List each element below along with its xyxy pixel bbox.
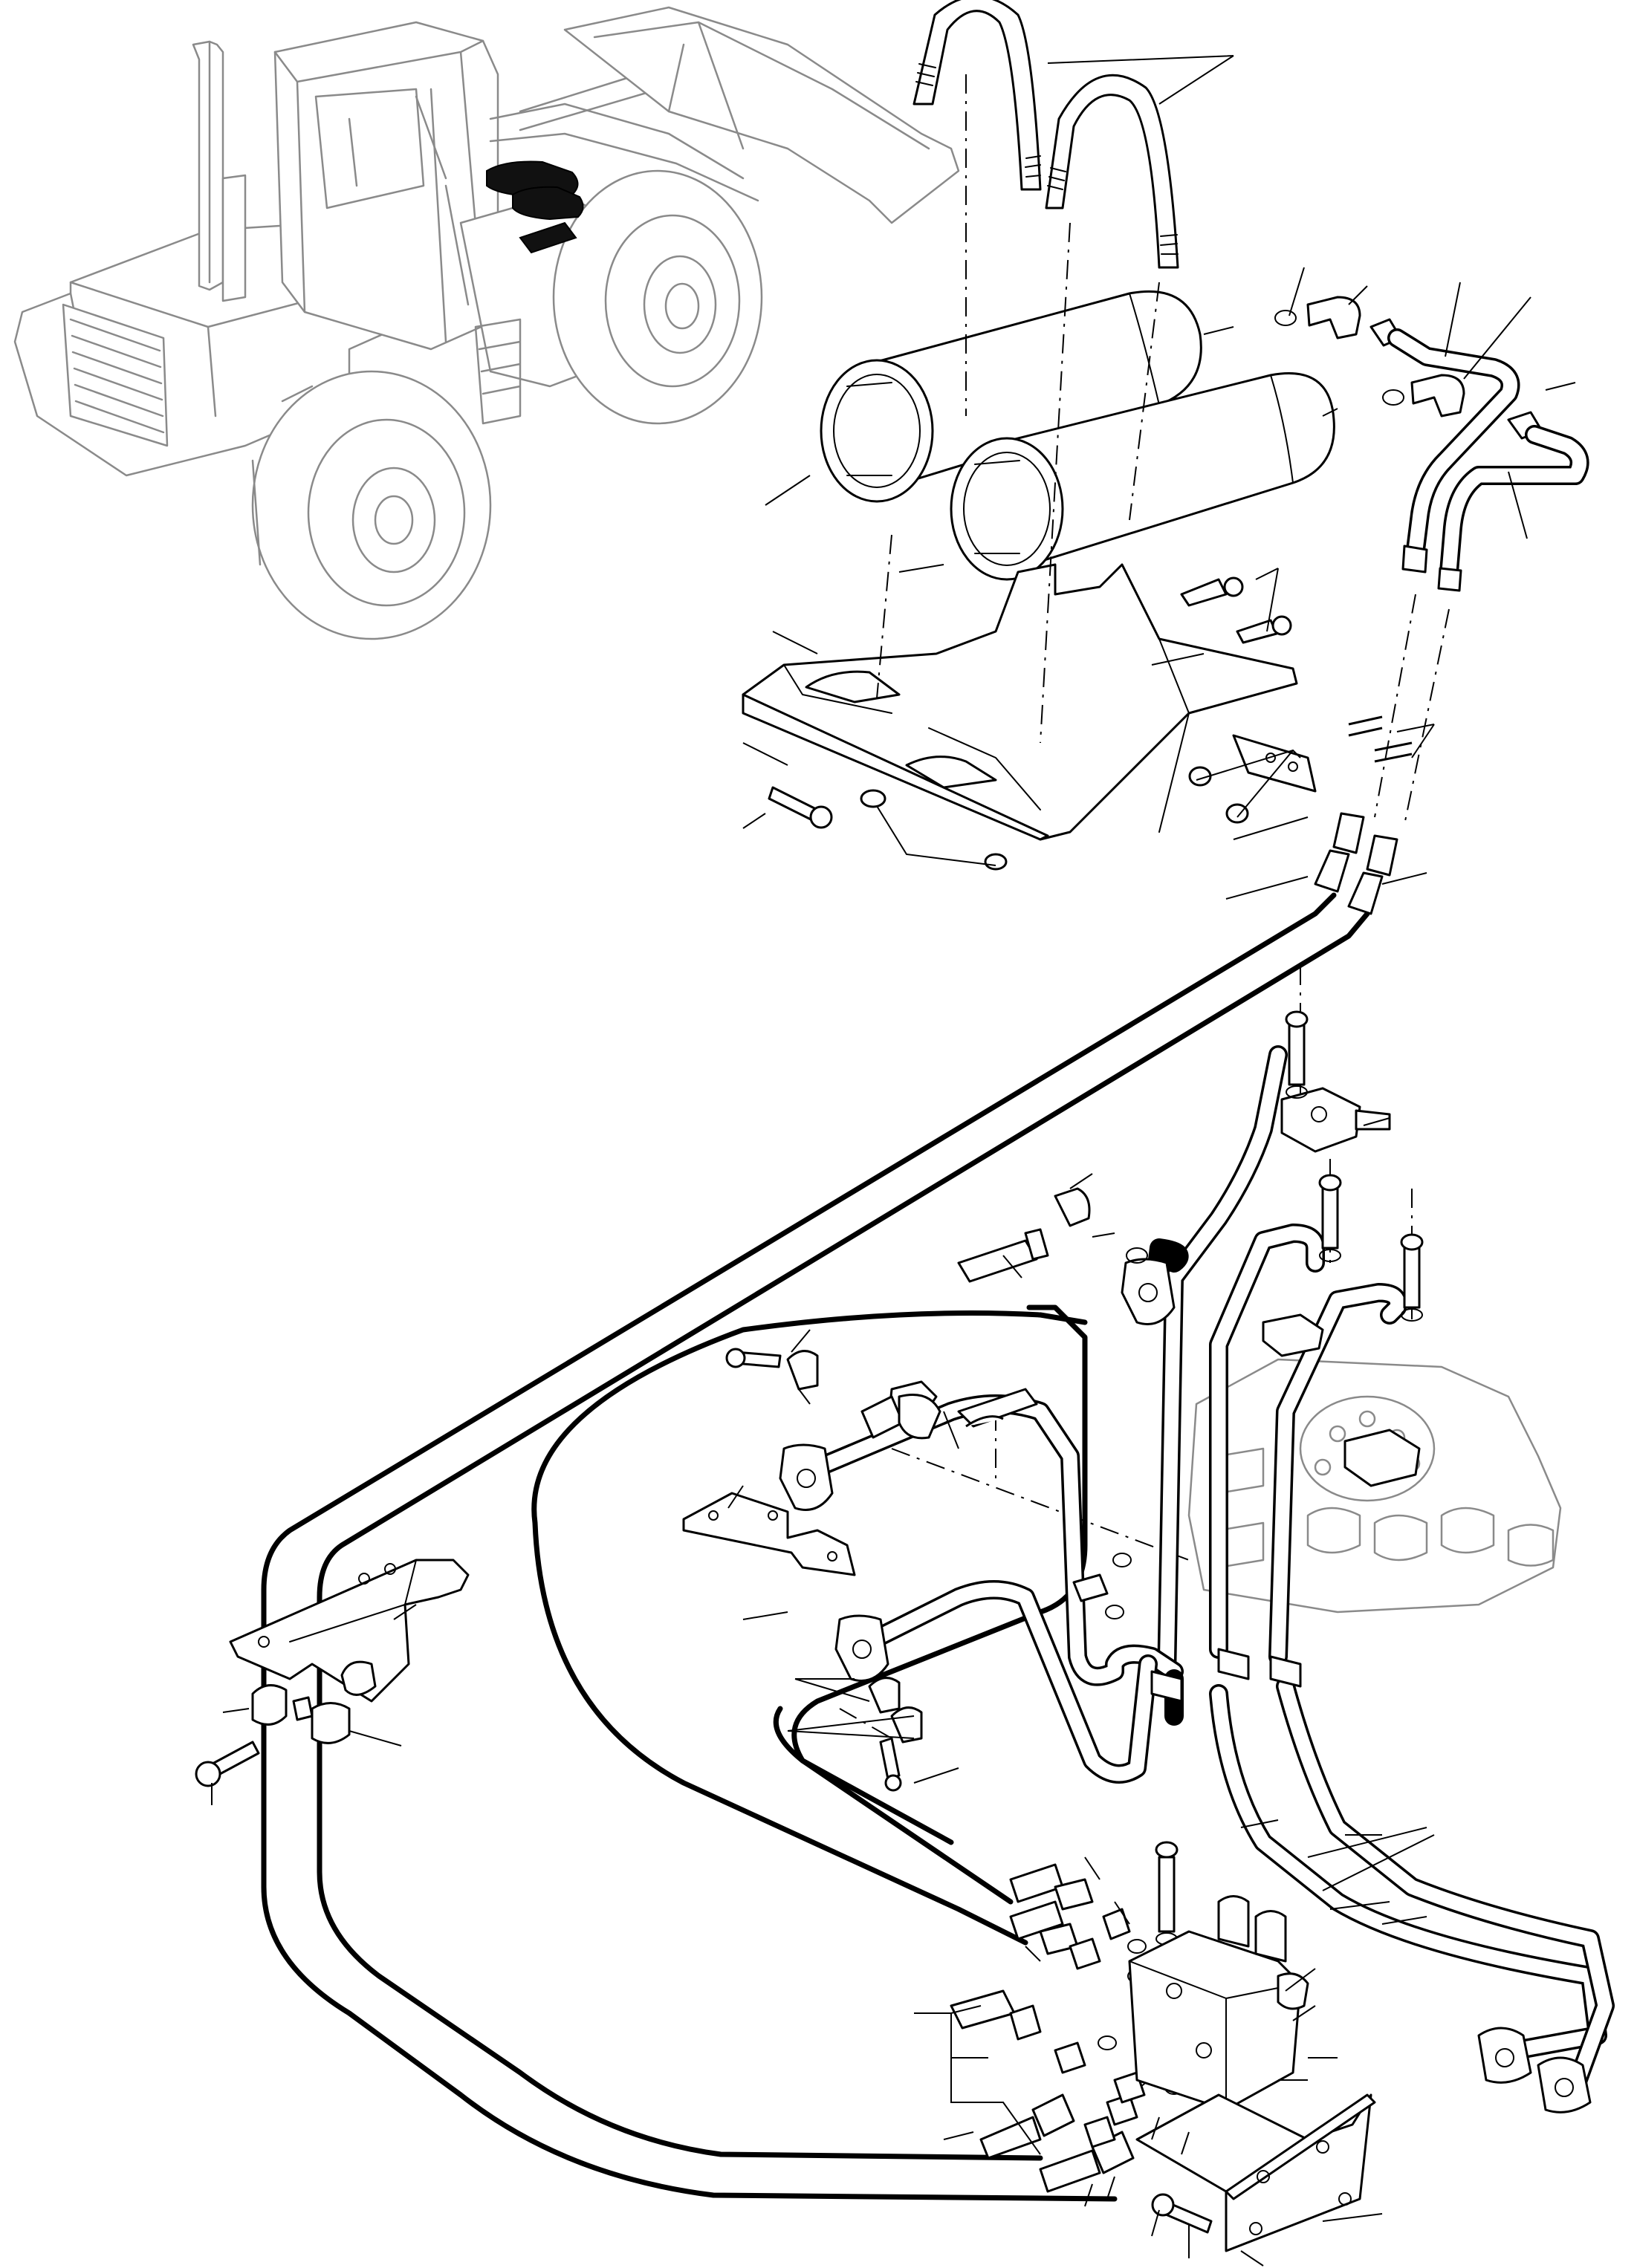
o-rings-and-adapters	[1054, 1247, 1184, 2148]
wheel-loader-locator-icon	[13, 6, 960, 640]
tee-fitting	[1262, 1087, 1421, 1487]
hose-end-fittings-lower	[860, 1187, 1135, 2193]
flanges	[779, 1258, 1592, 2113]
valve-block	[1128, 1895, 1309, 2111]
u-bolt-pair	[912, 0, 1179, 269]
clamp-bracket-left	[229, 1559, 470, 1703]
bracket-fasteners	[768, 576, 1413, 871]
accumulator-bracket	[742, 563, 1317, 841]
hose-clamps-left	[251, 1684, 351, 1744]
clamp-bracket-middle	[682, 1492, 856, 1576]
accumulator-fittings	[1274, 296, 1543, 440]
main-hoses	[261, 892, 1370, 2202]
steel-tubes-upper	[1387, 328, 1589, 592]
leader-lines	[211, 55, 1576, 2267]
hose-end-fittings-upper	[1314, 812, 1398, 915]
mounting-plate	[1135, 2093, 1376, 2252]
accumulator-pair	[820, 290, 1335, 581]
plate-bolt	[1151, 2193, 1213, 2234]
bolt-left	[195, 1741, 260, 1787]
valve-bolts	[1155, 1010, 1424, 1946]
